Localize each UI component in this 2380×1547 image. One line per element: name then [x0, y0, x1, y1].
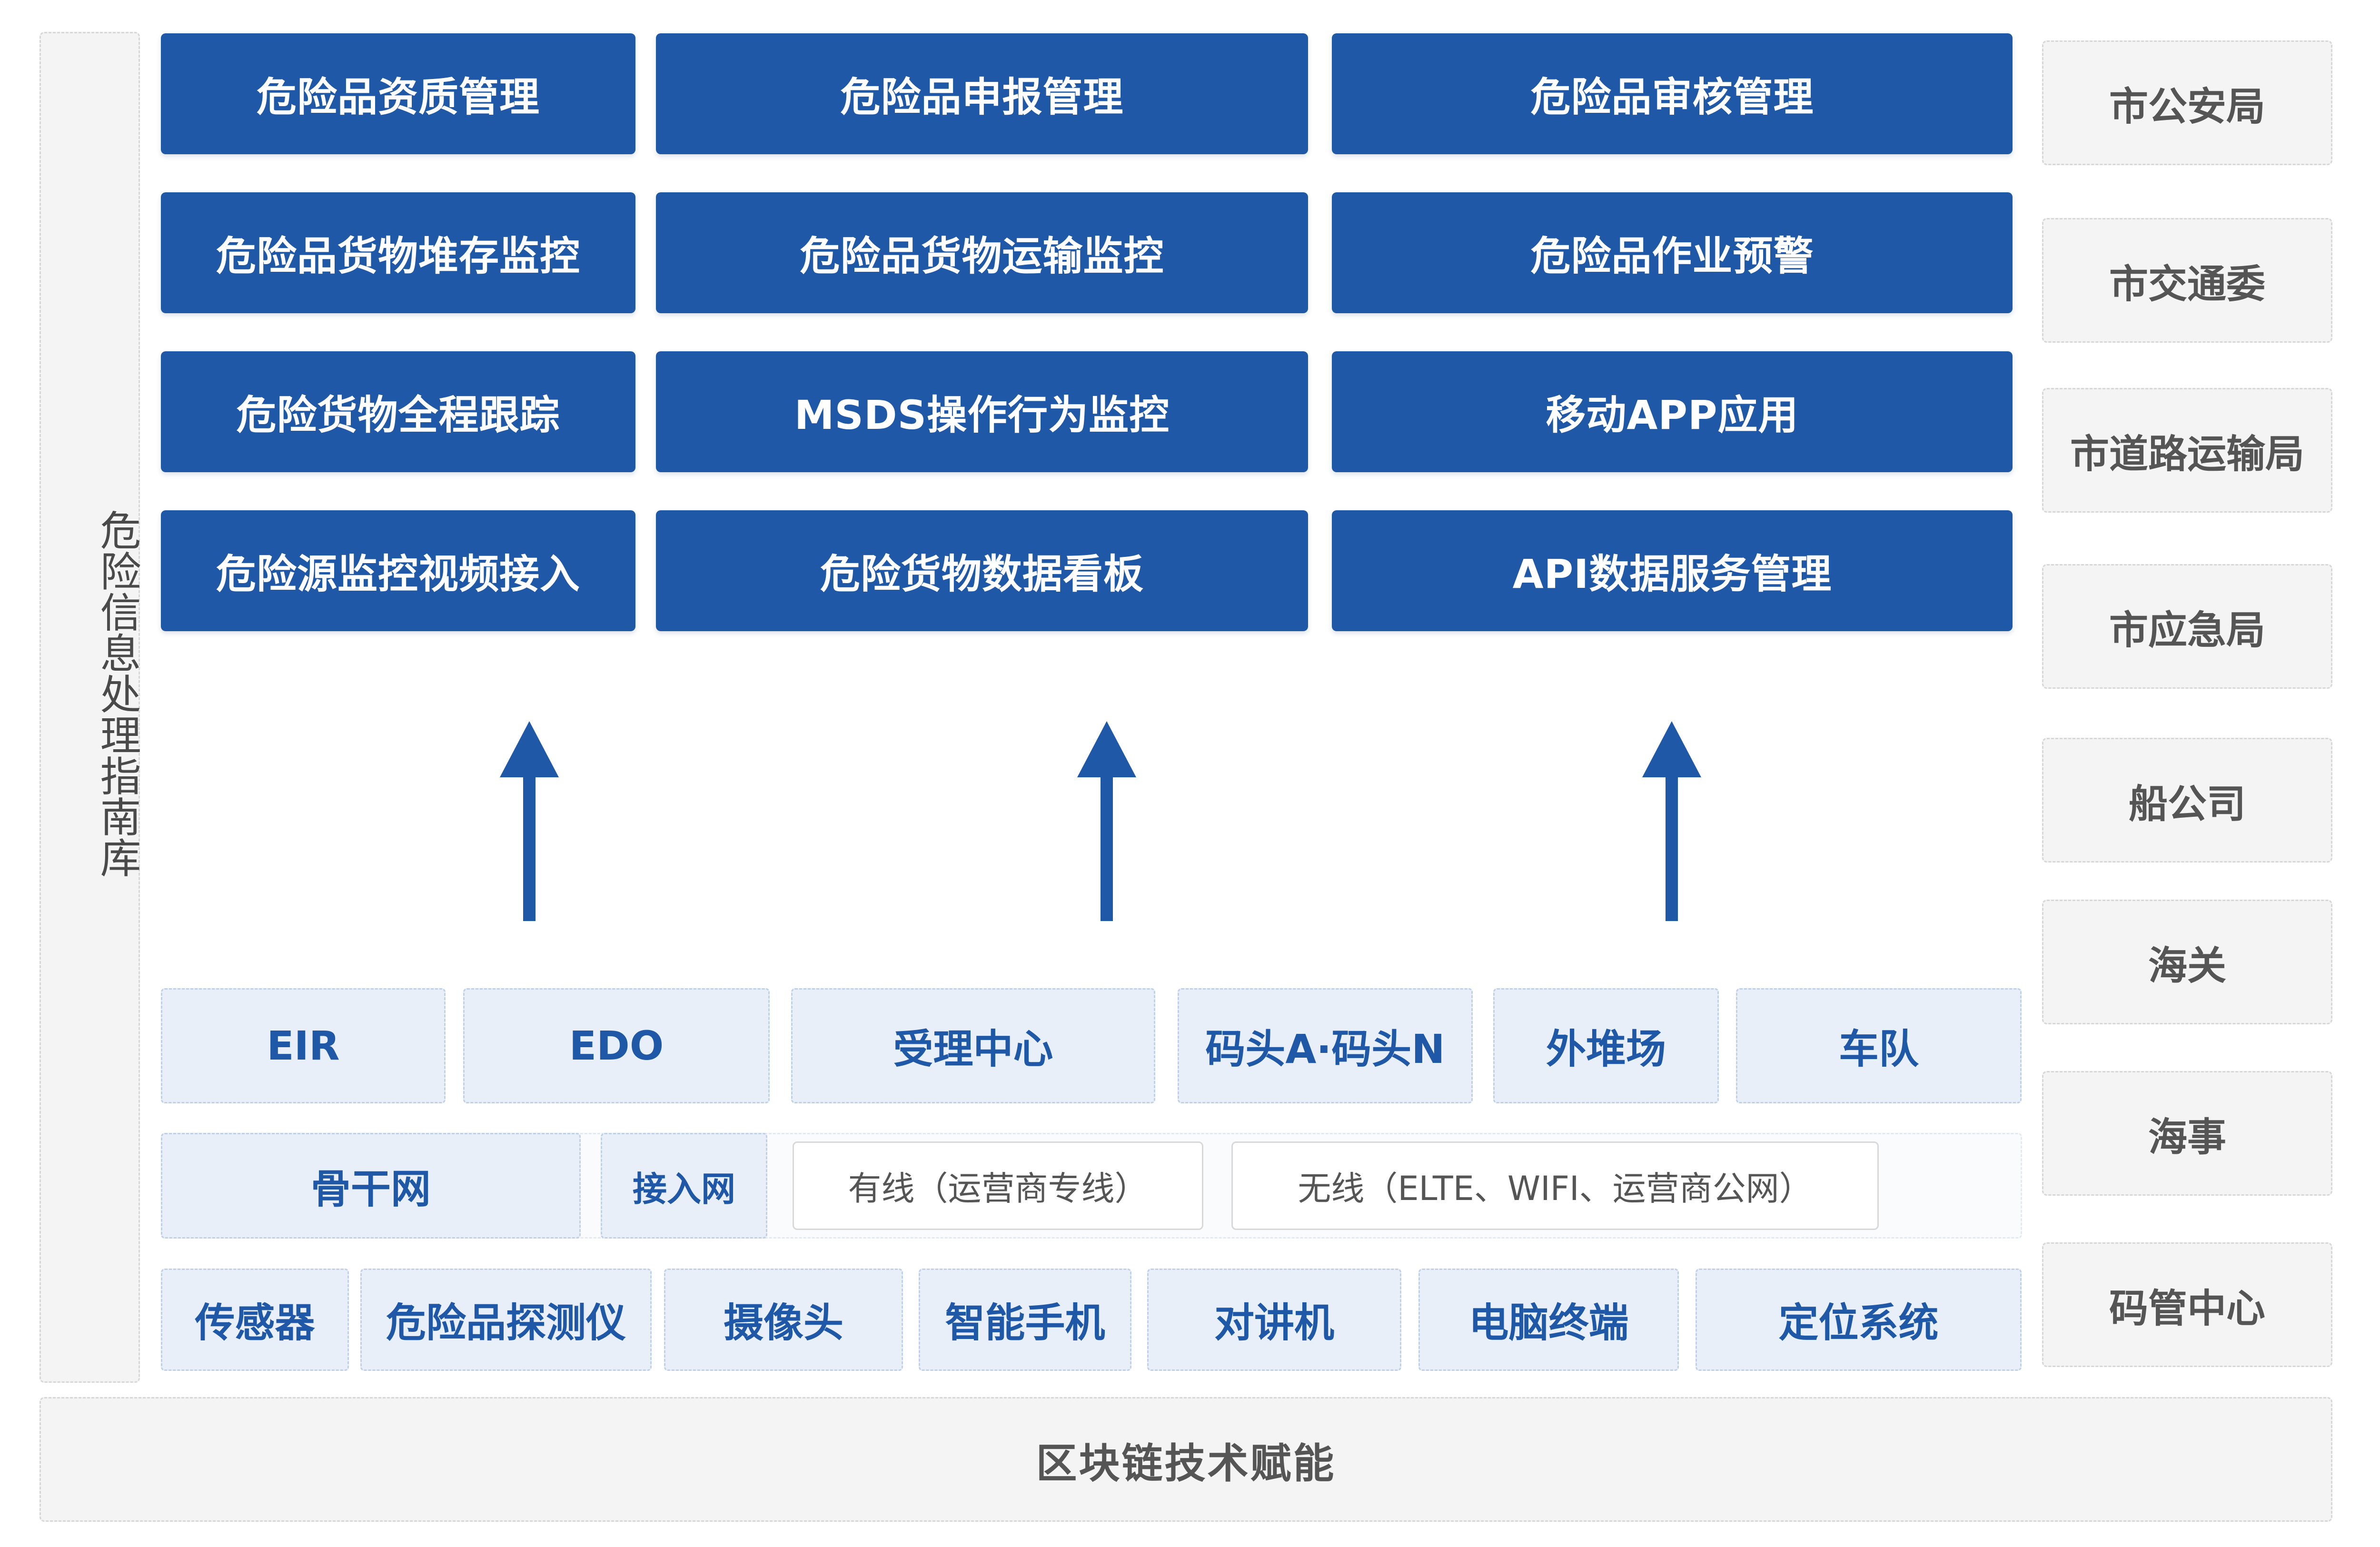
up-arrow-icon [1642, 721, 1701, 921]
agency-customs: 海关 [2042, 900, 2332, 1024]
guide-library-panel: 危险信息处理指南库 [40, 32, 140, 1383]
agency-shipping-company: 船公司 [2042, 738, 2332, 863]
device-sensor: 传感器 [161, 1269, 349, 1371]
agency-emergency: 市应急局 [2042, 564, 2332, 689]
device-detector: 危险品探测仪 [360, 1269, 652, 1371]
module-video-access[interactable]: 危险源监控视频接入 [161, 510, 635, 631]
device-camera: 摄像头 [664, 1269, 903, 1371]
wireless-link: 无线（ELTE、WIFI、运营商公网） [1231, 1141, 1879, 1230]
module-storage-monitoring[interactable]: 危险品货物堆存监控 [161, 192, 635, 313]
module-mobile-app[interactable]: 移动APP应用 [1332, 351, 2013, 472]
source-terminals: 码头A·码头N [1178, 988, 1473, 1103]
backbone-network: 骨干网 [161, 1133, 581, 1239]
module-msds-monitoring[interactable]: MSDS操作行为监控 [656, 351, 1308, 472]
module-declaration-management[interactable]: 危险品申报管理 [656, 33, 1308, 154]
source-acceptance-center: 受理中心 [791, 988, 1155, 1103]
access-network: 接入网 [601, 1133, 767, 1239]
agency-maritime: 海事 [2042, 1071, 2332, 1196]
device-positioning: 定位系统 [1696, 1269, 2022, 1371]
source-eir: EIR [161, 988, 446, 1103]
module-full-tracking[interactable]: 危险货物全程跟踪 [161, 351, 635, 472]
device-smartphone: 智能手机 [919, 1269, 1131, 1371]
agency-terminal-management: 码管中心 [2042, 1242, 2332, 1367]
device-walkie-talkie: 对讲机 [1147, 1269, 1401, 1371]
source-fleet: 车队 [1736, 988, 2022, 1103]
source-edo: EDO [463, 988, 770, 1103]
module-api-service[interactable]: API数据服务管理 [1332, 510, 2013, 631]
agency-transport-commission: 市交通委 [2042, 218, 2332, 343]
source-external-yard: 外堆场 [1493, 988, 1719, 1103]
module-data-dashboard[interactable]: 危险货物数据看板 [656, 510, 1308, 631]
up-arrow-icon [1077, 721, 1136, 921]
agency-public-security: 市公安局 [2042, 40, 2332, 165]
agency-road-transport: 市道路运输局 [2042, 388, 2332, 513]
module-transport-monitoring[interactable]: 危险品货物运输监控 [656, 192, 1308, 313]
device-computer: 电脑终端 [1418, 1269, 1679, 1371]
wired-link: 有线（运营商专线） [793, 1141, 1203, 1230]
blockchain-bar: 区块链技术赋能 [40, 1397, 2332, 1522]
module-operation-warning[interactable]: 危险品作业预警 [1332, 192, 2013, 313]
guide-library-label: 危险信息处理指南库 [93, 509, 140, 878]
module-review-management[interactable]: 危险品审核管理 [1332, 33, 2013, 154]
up-arrow-icon [500, 721, 559, 921]
module-qualification-management[interactable]: 危险品资质管理 [161, 33, 635, 154]
